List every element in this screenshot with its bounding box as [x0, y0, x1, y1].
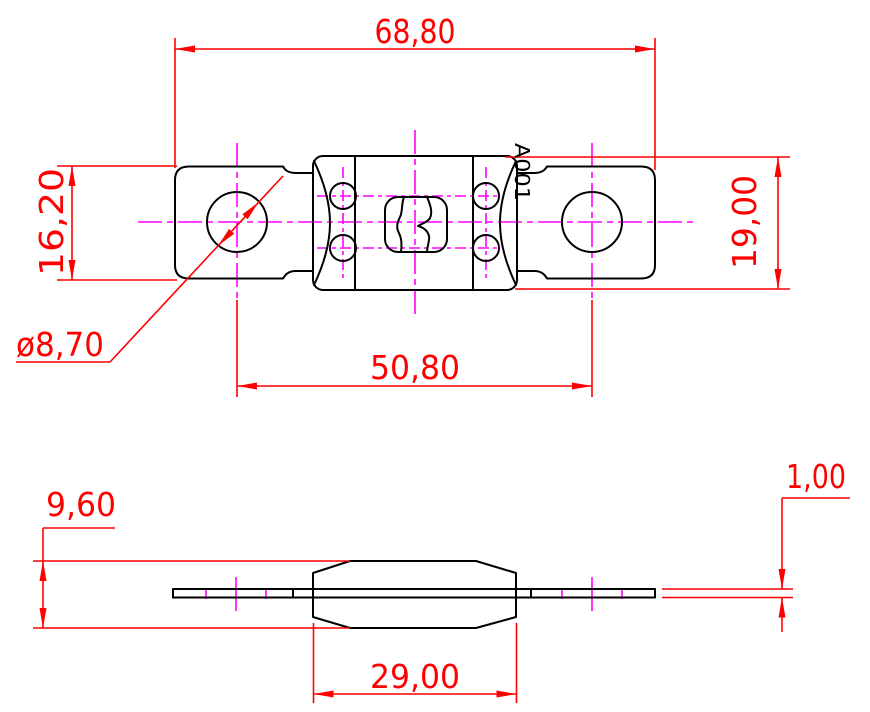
fuse-body — [312, 155, 518, 291]
arrowhead-up — [39, 561, 47, 581]
element-window — [384, 196, 448, 253]
fuse-element-right-edge — [417, 196, 433, 253]
arrowhead-right — [496, 690, 517, 698]
arrowhead-up — [778, 597, 786, 618]
arrowhead-left — [175, 45, 195, 53]
rivet-top-left — [329, 182, 357, 210]
dim-body-width-text: 29,00 — [370, 657, 460, 696]
right-bolt-hole — [561, 191, 623, 253]
rivet-top-right — [472, 182, 500, 210]
left-bolt-hole — [206, 191, 268, 253]
body-left-contour — [313, 160, 331, 286]
arrowhead-upper — [242, 202, 259, 220]
arrowhead-down — [774, 269, 782, 289]
arrowhead-left — [237, 382, 257, 390]
arrowhead-down — [39, 608, 47, 628]
part-marking-text: A001 — [510, 143, 534, 201]
arrowhead-up — [774, 157, 782, 177]
dim-tab-height-text: 16,20 — [32, 168, 71, 276]
arrowhead-left — [313, 690, 334, 698]
dim-hole-diameter-text: ø8,70 — [16, 325, 104, 364]
left-terminal-tab — [174, 165, 314, 280]
arrowhead-lower — [218, 228, 235, 246]
rivet-bottom-right — [472, 234, 500, 262]
arrowhead-right — [635, 45, 655, 53]
top-view: 68,80 16,20 19,00 ø8,70 — [16, 12, 790, 397]
dim-overall-length: 68,80 — [174, 12, 656, 170]
fuse-top-outline — [174, 155, 656, 291]
dim-hole-spacing: 50,80 — [236, 300, 593, 397]
arrowhead-right — [572, 382, 592, 390]
fuse-element-left-edge — [396, 196, 405, 253]
arrowhead-down — [778, 569, 786, 589]
dim-body-width: 29,00 — [312, 623, 518, 703]
dim-blade-thickness-text: 1,00 — [786, 457, 846, 496]
dim-blade-thickness: 1,00 — [662, 457, 850, 632]
dim-profile-height-text: 9,60 — [46, 485, 116, 524]
fuse-side-outline — [172, 560, 656, 629]
dim-hole-diameter: ø8,70 — [16, 175, 284, 364]
rivet-bottom-left — [329, 234, 357, 262]
body-profile — [312, 560, 517, 629]
dim-body-height: 19,00 — [505, 156, 790, 290]
dim-hole-spacing-text: 50,80 — [370, 348, 460, 387]
dim-body-height-text: 19,00 — [725, 175, 764, 269]
body-right-contour — [499, 160, 517, 286]
dim-tab-height: 16,20 — [32, 165, 177, 281]
right-terminal-tab — [516, 165, 656, 280]
side-view: 9,60 29,00 1,00 — [33, 457, 850, 703]
arrowhead-down — [68, 260, 76, 280]
arrowhead-up — [68, 166, 76, 186]
dim-profile-height: 9,60 — [33, 485, 350, 629]
dim-overall-length-text: 68,80 — [375, 12, 456, 51]
